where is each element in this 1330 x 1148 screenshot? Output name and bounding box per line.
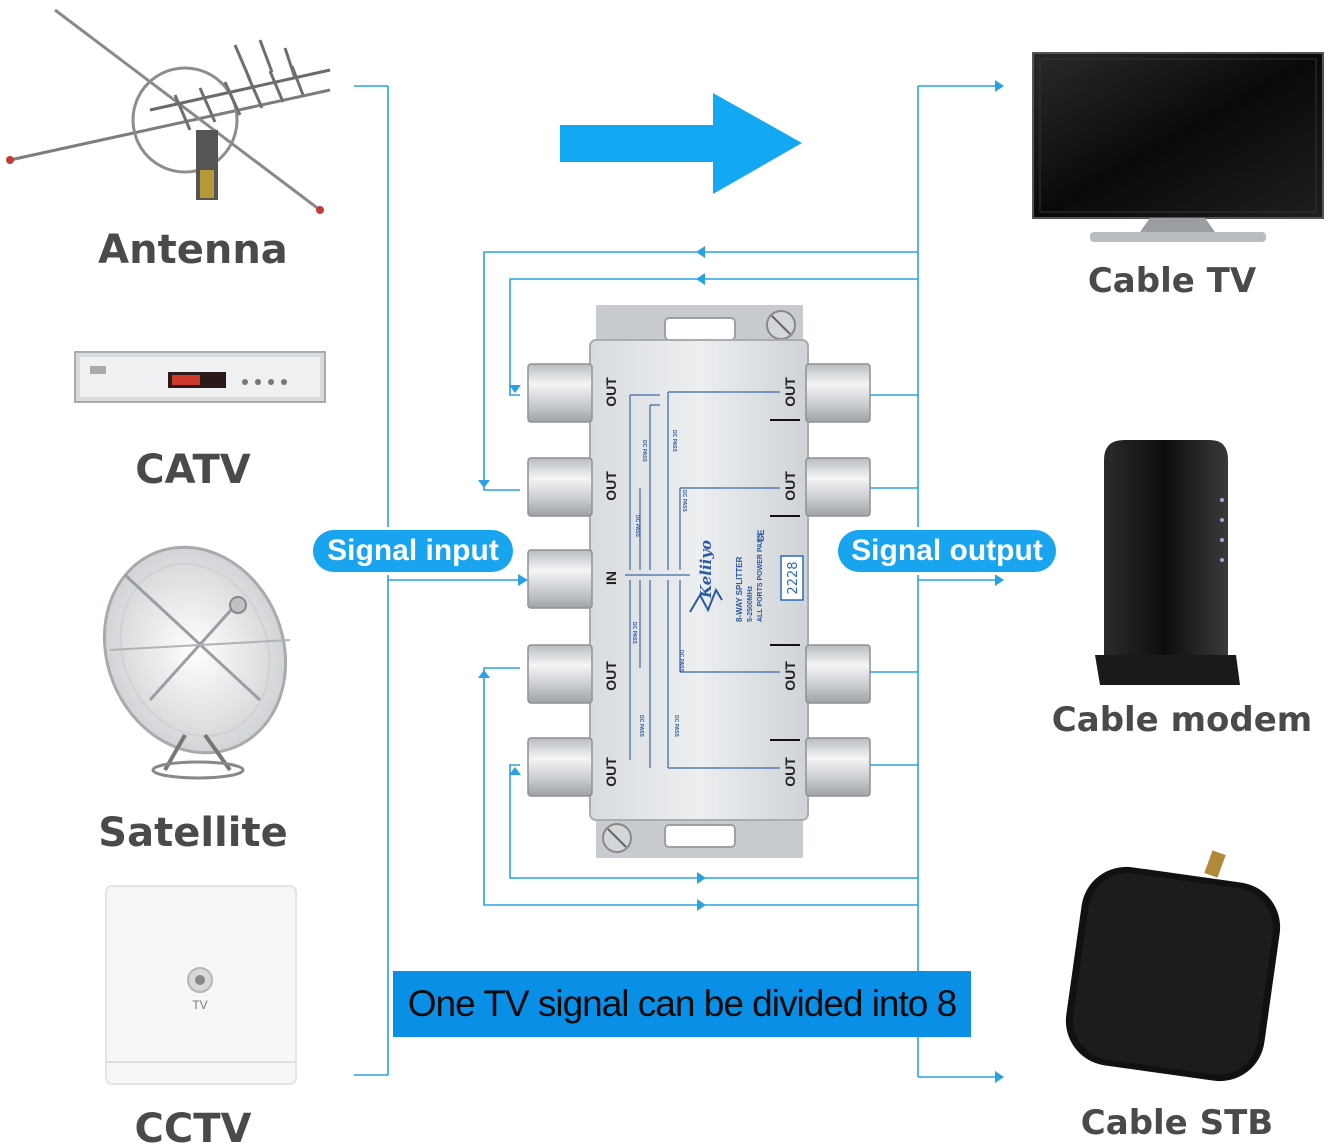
summary-banner: One TV signal can be divided into 8	[393, 971, 971, 1037]
dc-pass-label-4: DC PASS	[634, 515, 640, 538]
port-label-out-l4: OUT	[603, 757, 619, 787]
catv-receiver-icon	[74, 351, 326, 403]
antenna-icon	[6, 8, 331, 214]
cable-modem-label: Cable modem	[1052, 700, 1312, 740]
port-label-out-l3: OUT	[603, 661, 619, 691]
8-way-splitter: OUT OUT IN OUT OUT OUT OUT OUT OUT DC PA…	[527, 305, 871, 858]
direction-arrow	[560, 93, 802, 194]
cable-stb-label: Cable STB	[1081, 1103, 1273, 1143]
dc-pass-label-7: DC PASS	[638, 715, 644, 738]
dc-pass-label-8: DC PASS	[673, 715, 679, 738]
dc-pass-label-3: DC PASS	[681, 490, 687, 513]
wire-arrowheads	[478, 80, 1004, 1083]
cable-modem-icon	[1095, 440, 1240, 685]
dc-pass-label-2: DC PASS	[671, 430, 677, 453]
port-label-out-r2: OUT	[782, 471, 798, 501]
left-connectors	[527, 363, 593, 797]
model-number: 2228	[786, 561, 801, 594]
port-label-out-r4: OUT	[782, 757, 798, 787]
cable-tv-label: Cable TV	[1088, 261, 1257, 301]
signal-wires	[354, 85, 995, 1078]
spec-line-1: 8-WAY SPLITTER	[735, 556, 744, 622]
port-label-out-l1: OUT	[603, 377, 619, 407]
port-label-out-r1: OUT	[782, 377, 798, 407]
catv-label: CATV	[135, 447, 250, 493]
right-connectors	[805, 363, 871, 797]
dc-pass-label-1: DC PASS	[641, 440, 647, 463]
wall-plate-icon	[105, 885, 297, 1085]
satellite-label: Satellite	[98, 810, 287, 856]
dc-pass-label-5: DC PASS	[631, 622, 637, 645]
signal-output-pill: Signal output	[838, 530, 1056, 572]
port-label-out-l2: OUT	[603, 471, 619, 501]
brand-logo: Keliiyo	[689, 540, 723, 613]
svg-text:Keliiyo: Keliiyo	[697, 540, 715, 599]
wall-plate-tv-label: TV	[192, 998, 207, 1012]
model-number-box	[780, 555, 804, 601]
dc-pass-label-6: DC PASS	[678, 650, 684, 673]
antenna-label: Antenna	[98, 227, 288, 273]
cable-tv-icon	[1032, 52, 1324, 242]
spec-line-3: ALL PORTS POWER PASS	[757, 533, 764, 622]
spec-line-2: 5-2500MHz	[747, 585, 754, 622]
cctv-label: CCTV	[135, 1106, 252, 1148]
port-label-in: IN	[603, 571, 619, 585]
signal-input-pill: Signal input	[313, 530, 513, 572]
ce-mark: CE	[756, 529, 766, 542]
satellite-dish-icon	[102, 545, 291, 780]
port-label-out-r3: OUT	[782, 661, 798, 691]
cable-stb-icon	[1065, 850, 1281, 1082]
